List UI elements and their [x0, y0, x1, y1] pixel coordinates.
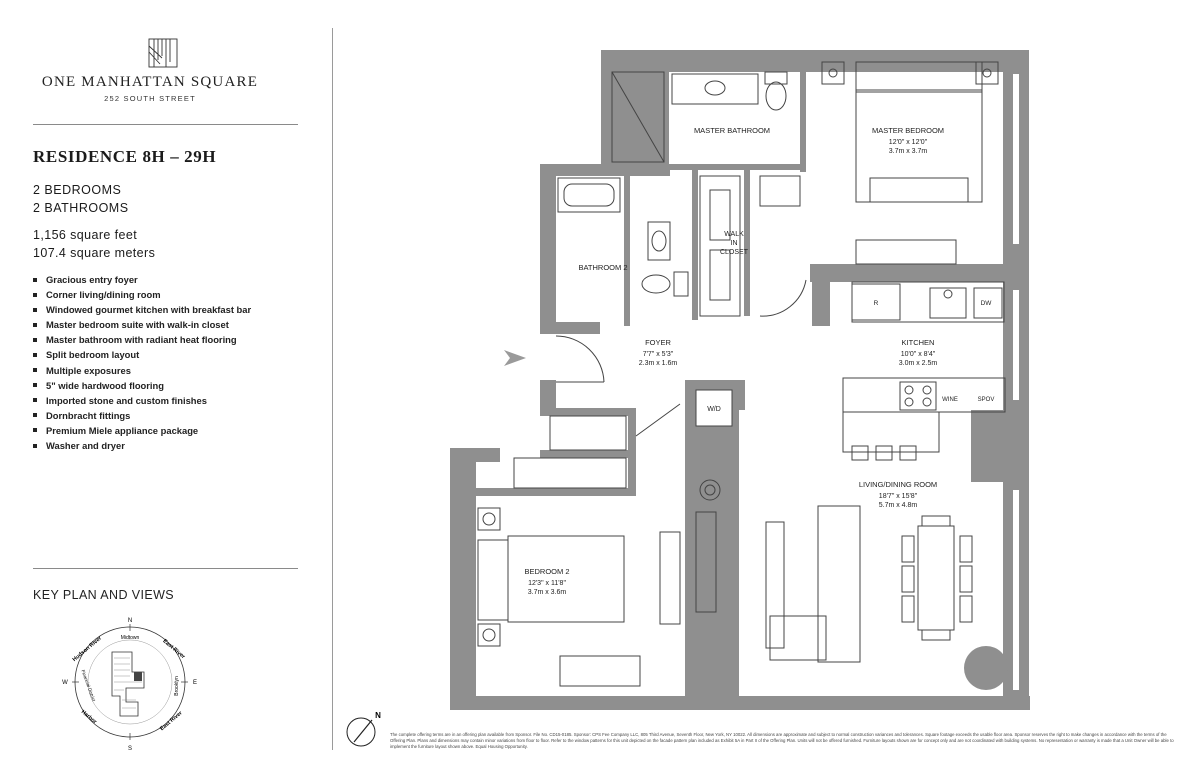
list-item: Dornbracht fittings — [33, 408, 251, 423]
list-item: 5" wide hardwood flooring — [33, 378, 251, 393]
floor-plan: MASTER BATHROOM MASTER BEDROOM 12'0" x 1… — [346, 50, 1030, 747]
label-bedroom-2: BEDROOM 2 — [524, 567, 569, 576]
dim-kitchen-imperial: 10'0" x 8'4" — [901, 351, 936, 358]
compass-east: E — [193, 680, 197, 686]
label-washer-dryer: W/D — [707, 406, 721, 413]
label-wine: WINE — [942, 397, 958, 403]
view-harbor: Harbor — [80, 709, 98, 726]
walk-in-closet-shelves — [699, 175, 741, 317]
view-east-river-top: East River — [161, 638, 186, 660]
label-speed-oven: SPOV — [978, 397, 995, 403]
entry-arrow-icon — [504, 350, 526, 366]
bullet-icon — [33, 307, 37, 312]
dim-bedroom-2-metric: 3.7m x 3.6m — [528, 589, 567, 596]
square-meters: 107.4 square meters — [33, 246, 156, 260]
label-walk-in-2: IN — [731, 240, 738, 247]
dim-kitchen-metric: 3.0m x 2.5m — [899, 360, 938, 367]
bedroom-2-furniture — [477, 415, 681, 687]
label-foyer: FOYER — [645, 338, 671, 347]
label-living-dining: LIVING/DINING ROOM — [859, 480, 937, 489]
bullet-icon — [33, 352, 37, 357]
interior-walls — [476, 72, 806, 496]
bedroom-count: 2 BEDROOMS — [33, 183, 122, 197]
list-item: Imported stone and custom finishes — [33, 393, 251, 408]
living-dining-furniture — [695, 479, 973, 663]
label-kitchen: KITCHEN — [902, 338, 935, 347]
info-sidebar: ONE MANHATTAN SQUARE 252 SOUTH STREET RE… — [0, 0, 330, 776]
kitchen-counters — [842, 281, 1006, 461]
square-feet: 1,156 square feet — [33, 228, 138, 242]
dim-living-imperial: 18'7" x 15'8" — [879, 493, 918, 500]
list-item: Master bedroom suite with walk-in closet — [33, 317, 251, 332]
bullet-icon — [33, 292, 37, 297]
bullet-icon — [33, 443, 37, 448]
label-master-bedroom: MASTER BEDROOM — [872, 126, 944, 135]
bathroom-count: 2 BATHROOMS — [33, 201, 129, 215]
view-hudson-river: Hudson River — [72, 635, 104, 663]
feature-list: Gracious entry foyer Corner living/dinin… — [33, 272, 251, 453]
list-item: Washer and dryer — [33, 438, 251, 453]
north-label: N — [375, 711, 381, 720]
bullet-icon — [33, 413, 37, 418]
label-walk-in-1: WALK — [724, 231, 744, 238]
list-item: Windowed gourmet kitchen with breakfast … — [33, 302, 251, 317]
compass-west: W — [62, 680, 68, 686]
dim-bedroom-2-imperial: 12'3" x 11'8" — [528, 580, 566, 587]
bullet-icon — [33, 368, 37, 373]
divider-line — [33, 568, 298, 569]
bullet-icon — [33, 337, 37, 342]
divider-line — [33, 124, 298, 125]
key-plan-diagram: N S W E Hudson River Midtown East River … — [62, 618, 197, 752]
brand-name: ONE MANHATTAN SQUARE — [41, 74, 259, 90]
dim-foyer-metric: 2.3m x 1.6m — [639, 360, 678, 367]
view-east-river-bottom: East River — [159, 710, 184, 732]
label-bathroom-2: BATHROOM 2 — [578, 263, 627, 272]
brand-logo-icon — [148, 38, 178, 68]
window-marks — [1013, 74, 1019, 690]
master-bedroom-furniture — [759, 61, 999, 265]
list-item: Master bathroom with radiant heat floori… — [33, 332, 251, 347]
residence-title: RESIDENCE 8H – 29H — [33, 147, 217, 166]
entry-door — [555, 279, 807, 437]
list-item: Multiple exposures — [33, 363, 251, 378]
vertical-divider — [332, 28, 333, 750]
bathroom-2-fixtures — [557, 177, 689, 297]
dim-master-bedroom-metric: 3.7m x 3.7m — [889, 148, 928, 155]
list-item: Gracious entry foyer — [33, 272, 251, 287]
bullet-icon — [33, 383, 37, 388]
view-midtown: Midtown — [121, 635, 140, 641]
label-master-bathroom: MASTER BATHROOM — [694, 126, 770, 135]
bullet-icon — [33, 322, 37, 327]
label-refrigerator: R — [874, 300, 879, 307]
list-item: Corner living/dining room — [33, 287, 251, 302]
north-arrow-icon: N — [346, 711, 381, 747]
dim-master-bedroom-imperial: 12'0" x 12'0" — [889, 139, 928, 146]
list-item: Split bedroom layout — [33, 347, 251, 362]
bullet-icon — [33, 398, 37, 403]
dim-foyer-imperial: 7'7" x 5'3" — [643, 351, 674, 358]
master-bath-fixtures — [611, 71, 788, 163]
bullet-icon — [33, 277, 37, 282]
dim-living-metric: 5.7m x 4.8m — [879, 502, 918, 509]
washer-dryer — [695, 389, 733, 427]
list-item: Premium Miele appliance package — [33, 423, 251, 438]
compass-south: S — [128, 746, 132, 752]
brand-address: 252 SOUTH STREET — [104, 94, 196, 103]
bullet-icon — [33, 428, 37, 433]
view-brooklyn: Brooklyn — [174, 676, 180, 696]
label-dishwasher: DW — [981, 300, 993, 307]
compass-north: N — [128, 618, 132, 624]
label-walk-in-3: CLOSET — [720, 249, 749, 256]
column-icon — [964, 646, 1008, 690]
keyplan-title: KEY PLAN AND VIEWS — [33, 588, 175, 602]
legal-disclaimer: The complete offering terms are in an of… — [390, 732, 1174, 749]
